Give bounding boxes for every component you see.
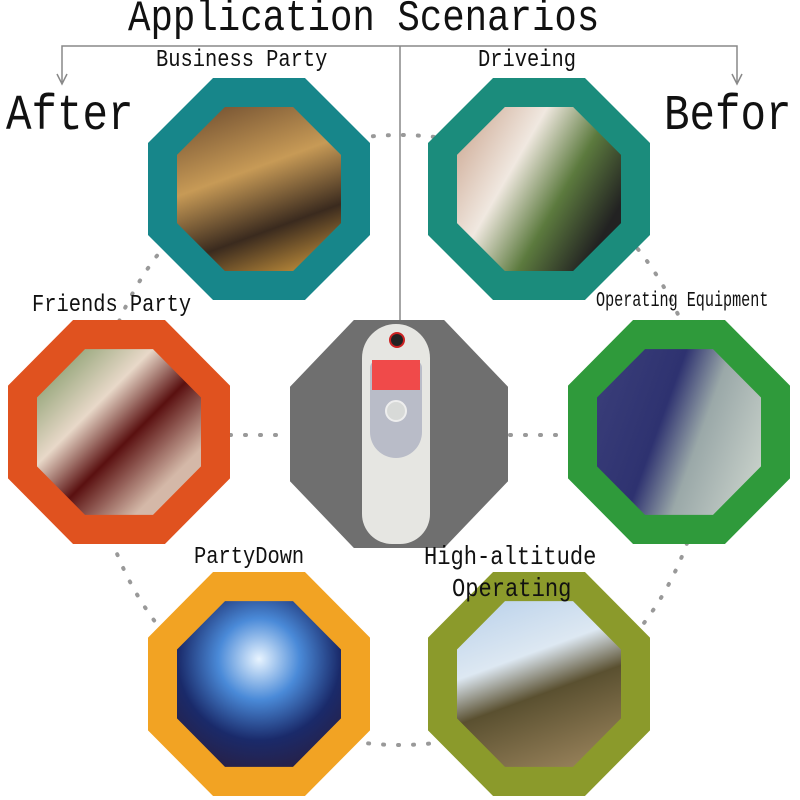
label-partydown: PartyDown bbox=[194, 544, 305, 571]
scenario-operating-equipment bbox=[568, 320, 790, 544]
arrow-left-icon bbox=[56, 73, 68, 86]
after-label: After bbox=[6, 88, 134, 145]
scenario-partydown bbox=[148, 572, 370, 796]
label-operating: Operating bbox=[452, 574, 572, 604]
high-altitude-photo bbox=[456, 601, 622, 767]
label-business-party: Business Party bbox=[156, 47, 328, 74]
scenario-driving bbox=[428, 78, 650, 300]
label-high-altitude: High-altitude bbox=[424, 542, 597, 572]
title: Application Scenarios bbox=[128, 0, 600, 44]
power-button[interactable] bbox=[385, 400, 407, 422]
lcd-display bbox=[372, 360, 420, 390]
breathalyzer-device bbox=[362, 324, 430, 544]
driving-photo bbox=[456, 106, 622, 272]
friends-party-photo bbox=[36, 349, 202, 515]
label-operating-equipment: Operating Equipment bbox=[596, 290, 769, 313]
label-friends-party: Friends Party bbox=[32, 292, 192, 319]
arrow-right-icon bbox=[731, 73, 743, 86]
device-panel bbox=[370, 360, 422, 458]
operating-equipment-photo bbox=[596, 349, 762, 515]
business-party-photo bbox=[176, 106, 342, 272]
label-driving: Driveing bbox=[478, 47, 576, 74]
center-breathalyzer bbox=[290, 320, 508, 548]
partydown-photo bbox=[176, 601, 342, 767]
sensor-icon bbox=[389, 332, 405, 348]
scenario-friends-party bbox=[8, 320, 230, 544]
before-label: Befor bbox=[664, 88, 792, 145]
scenario-business-party bbox=[148, 78, 370, 300]
scenario-high-altitude-operating bbox=[428, 572, 650, 796]
